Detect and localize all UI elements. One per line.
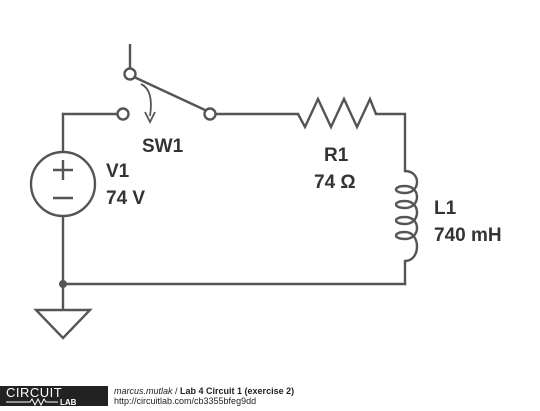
- resistor-symbol: [296, 95, 378, 130]
- logo-resistor-icon: [6, 397, 58, 407]
- switch-arrowhead-icon: [144, 111, 156, 125]
- logo-brand-top: CIRCUIT: [6, 386, 62, 400]
- inductor-value-label: 740 mH: [434, 225, 502, 246]
- switch-right-terminal: [203, 107, 217, 121]
- source-name-label: V1: [106, 161, 130, 182]
- switch-symbol: [116, 44, 217, 125]
- footer-line-1: marcus.mutlak / Lab 4 Circuit 1 (exercis…: [114, 386, 294, 396]
- footer-text: marcus.mutlak / Lab 4 Circuit 1 (exercis…: [114, 386, 294, 406]
- ground-symbol: [33, 308, 93, 340]
- logo-graphic: CIRCUIT LAB: [6, 385, 77, 407]
- inductor-name-label: L1: [434, 198, 457, 219]
- switch-pivot-terminal: [123, 67, 137, 81]
- switch-arrow: [140, 83, 152, 117]
- circuit-title[interactable]: Lab 4 Circuit 1 (exercise 2): [180, 386, 295, 396]
- switch-blade: [133, 75, 206, 112]
- source-value-label: 74 V: [106, 188, 145, 209]
- resistor-value-label: 74 Ω: [314, 172, 356, 193]
- plus-icon: [53, 160, 73, 180]
- author-name[interactable]: marcus.mutlak: [114, 386, 173, 396]
- resistor-name-label: R1: [324, 145, 349, 166]
- voltage-source-symbol: [29, 150, 97, 218]
- circuit-schematic: V1 74 V SW1 R1 74 Ω L1 740 mH: [29, 44, 502, 340]
- junction-dot: [59, 280, 67, 288]
- switch-name-label: SW1: [142, 136, 184, 157]
- wires: [61, 112, 407, 312]
- wire-top-right: [374, 112, 407, 173]
- logo-brand-bottom: LAB: [60, 398, 77, 406]
- switch-left-terminal: [116, 107, 130, 121]
- inductor-symbol: [394, 169, 419, 263]
- footer-bar: CIRCUIT LAB marcus.mutlak / Lab 4 Circui…: [0, 385, 540, 407]
- footer-separator: /: [172, 386, 181, 396]
- circuit-url[interactable]: http://circuitlab.com/cb3355bfeg9dd: [114, 396, 257, 406]
- circuitlab-logo[interactable]: CIRCUIT LAB: [0, 385, 108, 407]
